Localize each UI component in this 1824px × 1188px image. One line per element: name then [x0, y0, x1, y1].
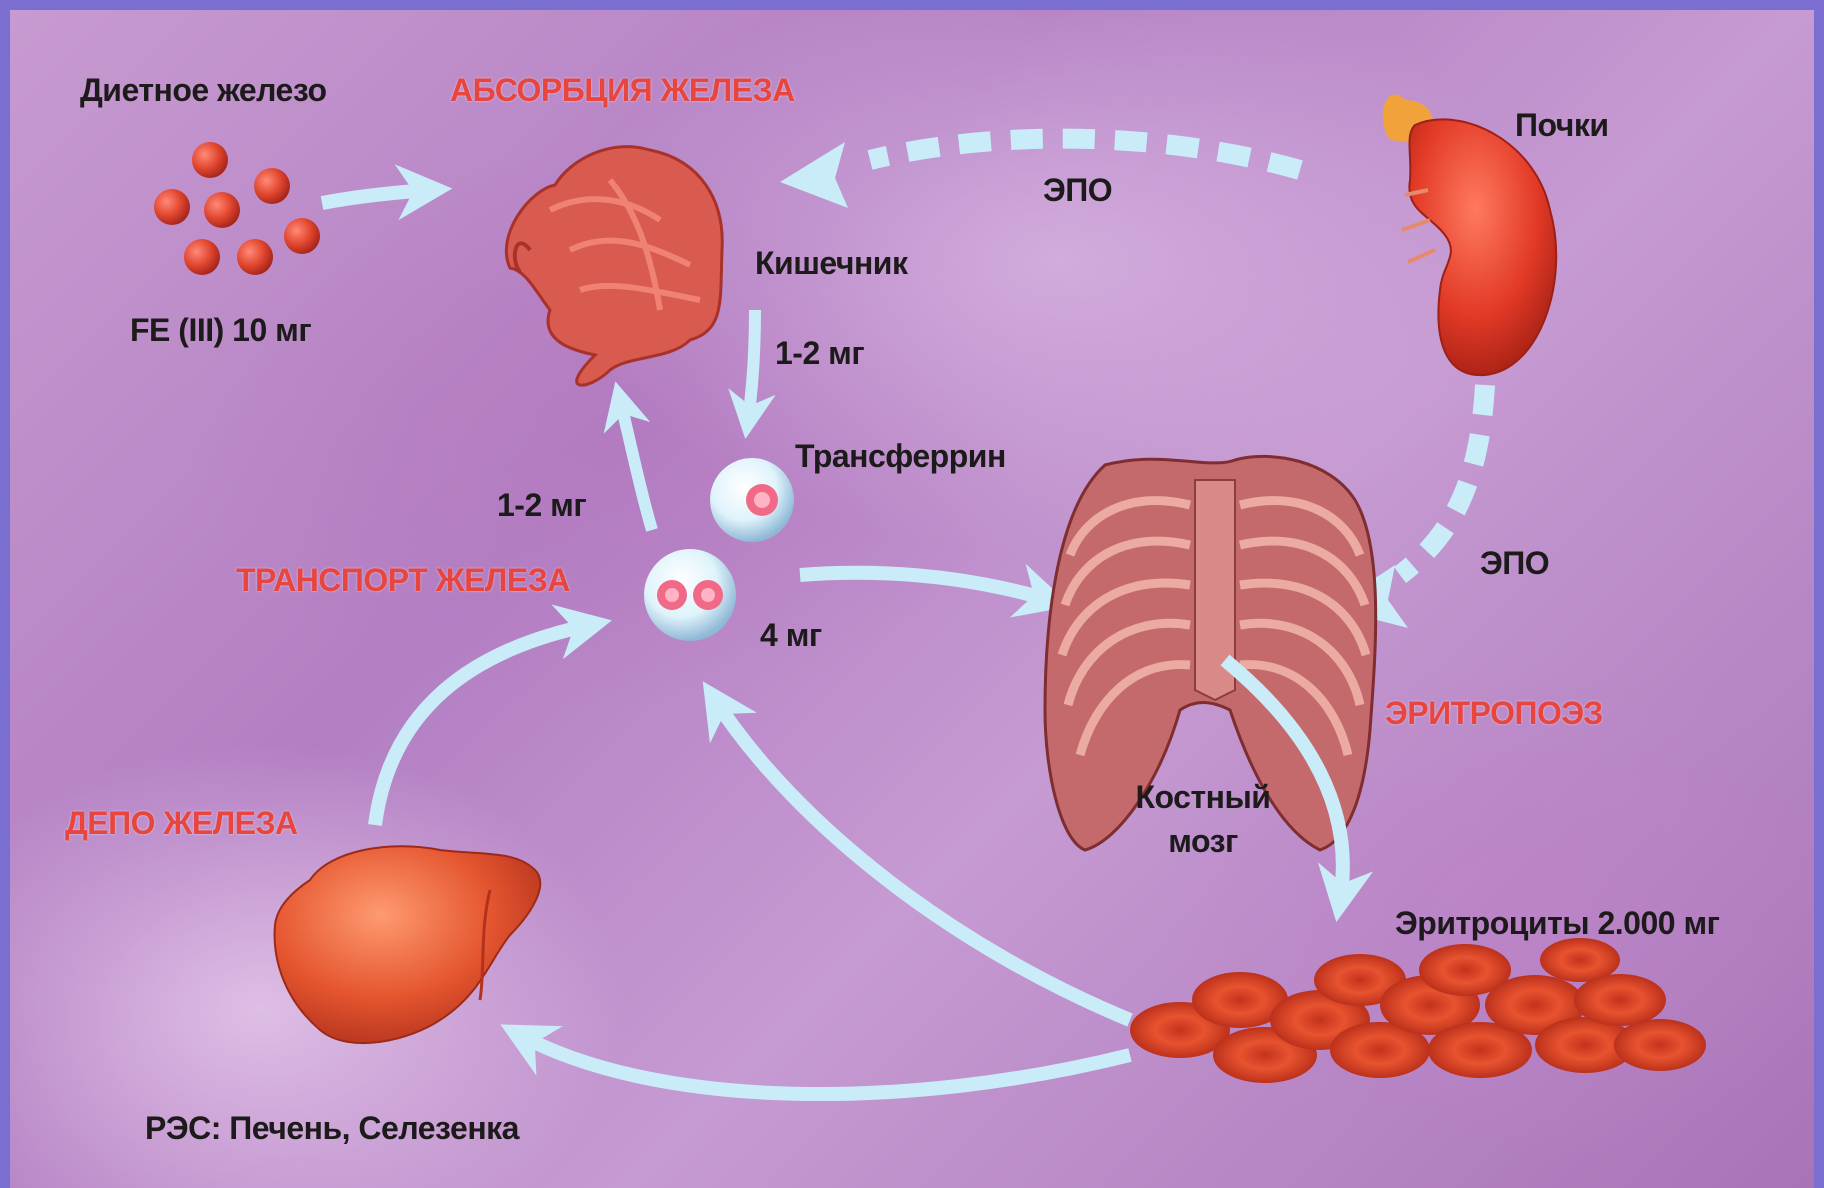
absorption-heading: АБСОРБЦИЯ ЖЕЛЕЗА — [450, 72, 795, 109]
dietary-iron-label: Диетное железо — [80, 72, 327, 109]
erythropoiesis-heading: ЭРИТРОПОЭЗ — [1385, 695, 1603, 732]
liver-icon — [275, 846, 541, 1043]
epo-top-label: ЭПО — [1043, 172, 1112, 209]
erythrocytes-label: Эритроциты 2.000 мг — [1395, 905, 1719, 942]
pool-mg-label: 4 мг — [760, 617, 822, 654]
bone-marrow-label: Костный мозг — [1118, 775, 1288, 863]
arrow-dietary-to-intestine — [322, 190, 430, 203]
absorbed-mg-label: 1-2 мг — [775, 335, 864, 372]
arrow-transport-to-intestine — [620, 400, 652, 530]
intestine-icon — [506, 147, 722, 386]
transferrin-icon — [644, 458, 794, 641]
iron-depot-heading: ДЕПО ЖЕЛЕЗА — [65, 805, 298, 842]
res-label: РЭС: Печень, Селезенка — [145, 1110, 519, 1147]
intestine-label: Кишечник — [755, 245, 907, 282]
iron-metabolism-diagram: Диетное железо АБСОРБЦИЯ ЖЕЛЕЗА FE (III)… — [10, 10, 1814, 1188]
fe-dose-label: FE (III) 10 мг — [130, 312, 311, 349]
arrow-erythrocytes-to-liver — [520, 1035, 1130, 1094]
kidneys-label: Почки — [1515, 107, 1609, 144]
diagram-graphics — [10, 10, 1814, 1188]
transferrin-label: Трансферрин — [795, 438, 1006, 475]
arrow-intestine-to-transferrin — [748, 310, 755, 420]
red-blood-cells-icon — [1130, 938, 1706, 1083]
arrow-depot-to-transport — [375, 625, 590, 825]
epo-right-label: ЭПО — [1480, 545, 1549, 582]
arrow-epo-to-intestine — [780, 139, 1300, 208]
transport-heading: ТРАНСПОРТ ЖЕЛЕЗА — [236, 562, 570, 599]
iron-particles-icon — [154, 142, 320, 275]
returned-mg-label: 1-2 мг — [497, 487, 586, 524]
arrow-transport-to-marrow — [800, 573, 1050, 600]
